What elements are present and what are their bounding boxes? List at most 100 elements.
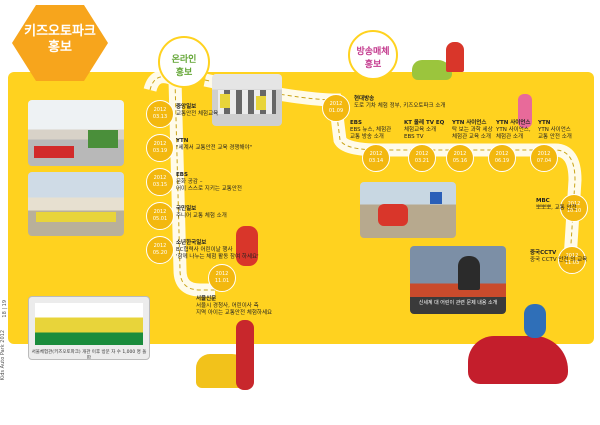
side-caption: Kids Auto Park 2012 bbox=[0, 330, 6, 381]
left-entry-title-0: 중앙일보 bbox=[176, 104, 197, 110]
right-entry-title-3: YTN 사이언스 bbox=[452, 120, 487, 126]
photo-news: 신세계 대 어린이 관련 문제 내용 소개 bbox=[410, 246, 506, 314]
kid-car-bottom-illustration bbox=[196, 318, 276, 406]
left-milestone-year-5: 2012 bbox=[215, 271, 229, 277]
kid-red-car-illustration bbox=[468, 300, 578, 396]
left-milestone-year-2: 2012 bbox=[153, 175, 167, 181]
left-milestone-date-4: 05.20 bbox=[152, 250, 168, 256]
left-milestone-date-0: 03.13 bbox=[152, 114, 168, 120]
kid-figure-right bbox=[518, 94, 532, 128]
left-milestone-year-0: 2012 bbox=[153, 107, 167, 113]
kid-figure-left bbox=[236, 226, 258, 266]
right-entry-desc-1: EBS 뉴스, 체험관 교통 방송 소개 bbox=[350, 127, 392, 140]
right-entry-desc-6: 뽀뽀뽀, 교통 안전 bbox=[536, 205, 577, 211]
right-milestone-date-2: 03.21 bbox=[414, 158, 430, 164]
right-milestone-year-3: 2012 bbox=[453, 151, 467, 157]
right-entry-desc-7: 중국 CCTV 안전 의 교육 bbox=[530, 257, 588, 263]
right-entry-desc-0: 도로 기차 체험 정부, 키즈오토파크 소개 bbox=[354, 103, 446, 109]
right-milestone-date-5: 07.04 bbox=[536, 158, 552, 164]
left-entry-desc-0: 교통안전 체험교육 bbox=[176, 111, 219, 117]
left-entry-desc-5: 서울시 경청사, 어린이사 측 지역 아이는 교통안전 체험하세요 bbox=[196, 303, 273, 316]
photo-driving bbox=[360, 182, 456, 238]
photo-classroom bbox=[28, 100, 124, 166]
left-milestone-year-1: 2012 bbox=[153, 141, 167, 147]
right-milestone-year-7: 2012 bbox=[565, 253, 579, 259]
section-title: 키즈오토파크 홍보 bbox=[12, 24, 108, 56]
right-entry-title-5: YTN bbox=[538, 120, 551, 126]
page-number: 18 | 19 bbox=[2, 300, 8, 318]
right-entry-title-7: 중국CCTV bbox=[530, 250, 557, 256]
left-milestone-date-2: 03.15 bbox=[152, 182, 168, 188]
left-milestone-year-3: 2012 bbox=[153, 209, 167, 215]
right-milestone-year-4: 2012 bbox=[495, 151, 509, 157]
right-milestone-year-6: 2012 bbox=[567, 201, 581, 207]
left-entry-title-1: YTN bbox=[176, 138, 189, 144]
right-milestone-year-0: 2012 bbox=[329, 101, 343, 107]
left-entry-desc-4: BC협력사 어린이날 행사 '함께 나누는 체험 활동 참여 하세요' bbox=[176, 247, 259, 260]
right-milestone-year-2: 2012 bbox=[415, 151, 429, 157]
right-milestone-date-6: 10.10 bbox=[566, 208, 582, 214]
photo-outdoor bbox=[28, 172, 124, 236]
framed-caption: 서울체험관(키즈오토파크) 개관 이후 방문 자 수 1,000 명 돌파 bbox=[31, 350, 147, 360]
right-entry-desc-4: YTN 사이언스, 체험관 소개 bbox=[496, 127, 531, 140]
right-entry-desc-3: 탁 보는 과학 세상 체험관 교육 소개 bbox=[452, 127, 493, 140]
right-entry-title-1: EBS bbox=[350, 120, 362, 126]
right-milestone-date-7: 11.03 bbox=[564, 260, 580, 266]
right-entry-desc-2: 체험교육 소개 EBS TV bbox=[404, 127, 437, 140]
left-entry-desc-1: "세계서 교통안전 교육 경쟁해야" bbox=[176, 145, 253, 151]
left-entry-desc-3: 주니어 교통 체험 소개 bbox=[176, 213, 227, 219]
left-entry-desc-2: 문화 공감 – 어이 스스로 지키는 교통안전 bbox=[176, 179, 242, 192]
right-milestone-year-1: 2012 bbox=[369, 151, 383, 157]
left-milestone-year-4: 2012 bbox=[153, 243, 167, 249]
right-milestone-date-4: 06.19 bbox=[494, 158, 510, 164]
left-entry-title-2: EBS bbox=[176, 172, 188, 178]
left-entry-title-5: 서울신문 bbox=[196, 296, 217, 302]
right-milestone-year-5: 2012 bbox=[537, 151, 551, 157]
kid-car-top-illustration bbox=[412, 42, 476, 82]
left-entry-1: YTN"세계서 교통안전 교육 경쟁해야" bbox=[176, 138, 252, 152]
right-milestone-date-1: 03.14 bbox=[368, 158, 384, 164]
badge-line1: 키즈오토파크 bbox=[24, 24, 96, 39]
right-milestone-date-3: 05.16 bbox=[452, 158, 468, 164]
photo-framed: 서울체험관(키즈오토파크) 개관 이후 방문 자 수 1,000 명 돌파 bbox=[28, 296, 150, 360]
left-entry-title-4: 소년한국일보 bbox=[176, 240, 207, 246]
right-milestone-date-0: 01.09 bbox=[328, 108, 344, 114]
left-milestone-date-1: 03.19 bbox=[152, 148, 168, 154]
badge-line2: 홍보 bbox=[48, 40, 72, 55]
news-caption: 신세계 대 어린이 관련 문제 내용 소개 bbox=[418, 300, 498, 306]
photo-online bbox=[212, 74, 282, 126]
left-milestone-date-3: 05.01 bbox=[152, 216, 168, 222]
left-entry-title-3: 국민일보 bbox=[176, 206, 197, 212]
right-entry-title-2: KT 올레 TV EQ bbox=[404, 120, 445, 126]
